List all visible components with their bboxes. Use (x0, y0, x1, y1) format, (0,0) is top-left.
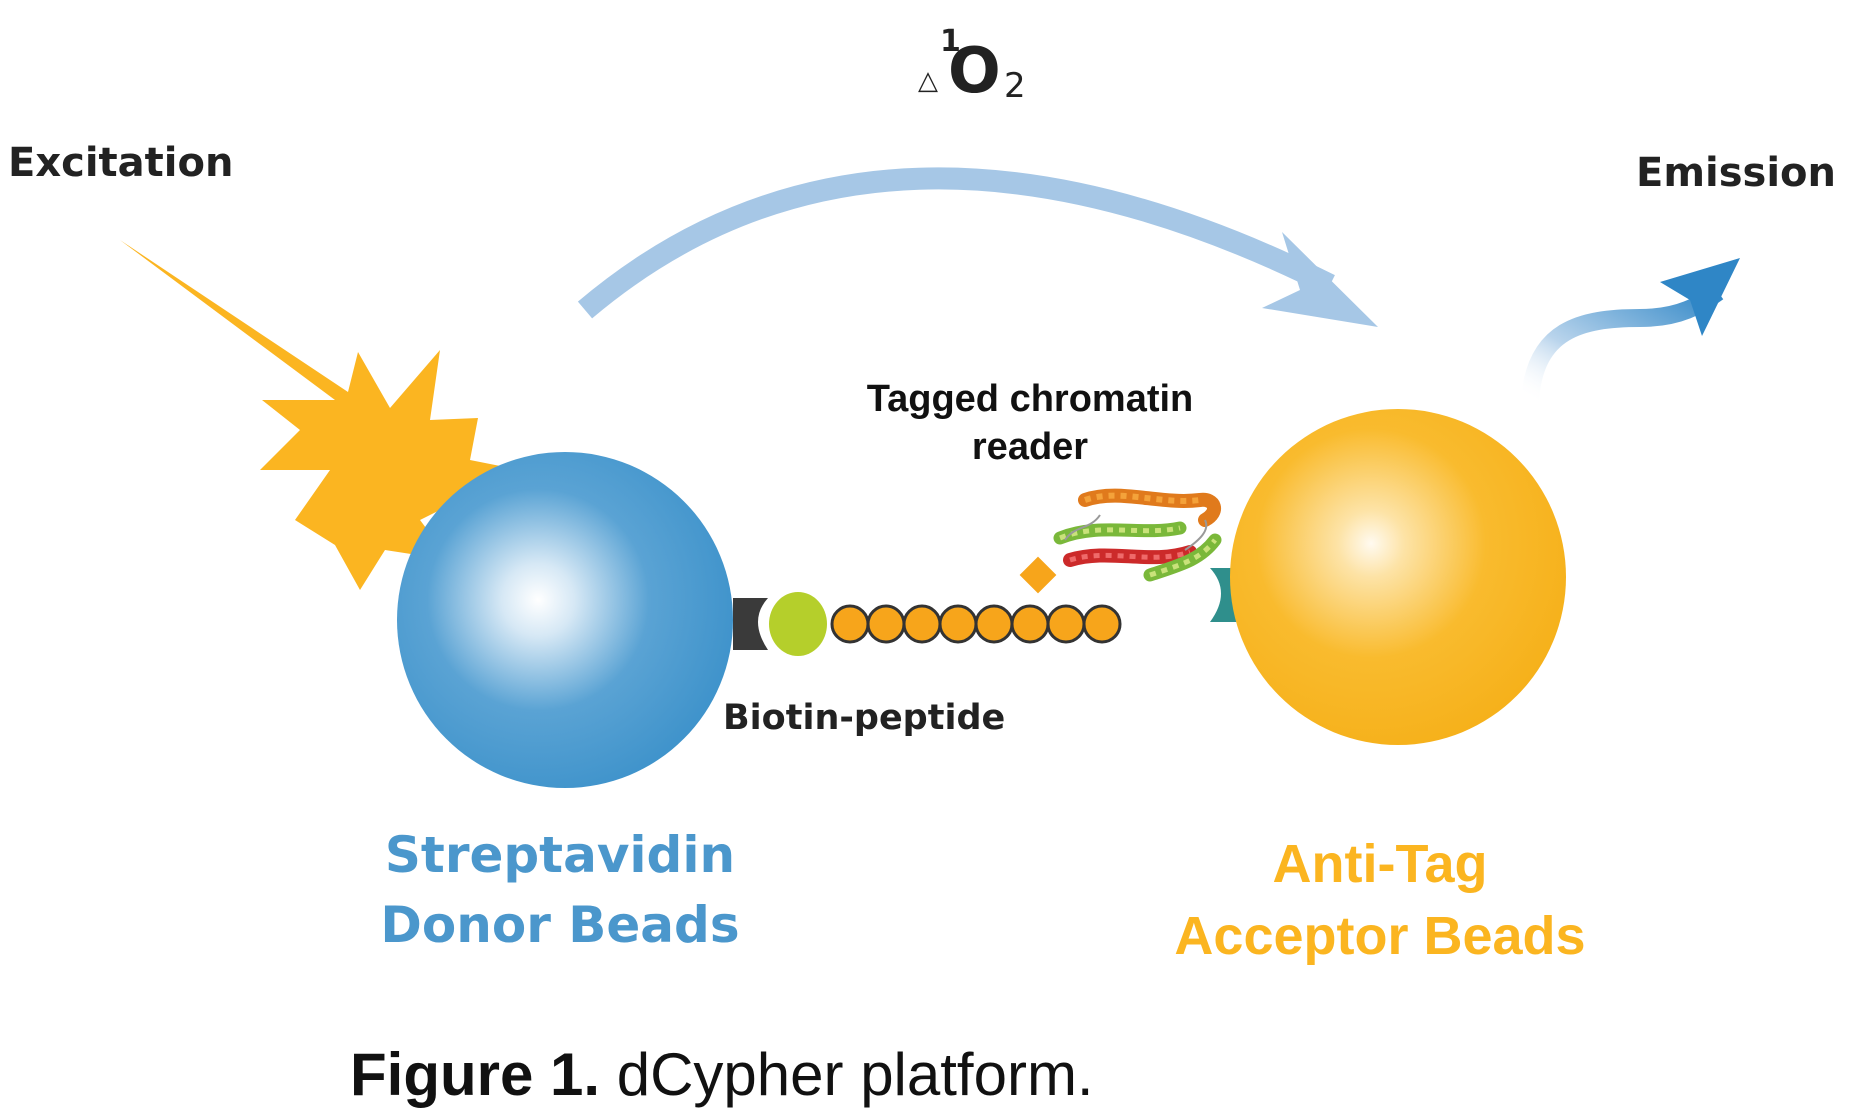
biotin (769, 592, 827, 656)
streptavidin-cup (733, 598, 768, 650)
acceptor-bead (1230, 409, 1566, 745)
reader-label: Tagged chromatin reader (840, 375, 1220, 471)
reader-label-line1: Tagged chromatin (866, 378, 1194, 420)
peptide-chain (830, 604, 1122, 644)
donor-label-line2: Donor Beads (380, 896, 740, 954)
figure-caption-text: dCypher platform. (600, 1041, 1094, 1108)
emission-arrow (1521, 284, 1724, 401)
singlet-oxygen-base: O (948, 34, 1001, 107)
donor-bead (397, 452, 733, 788)
figure-caption: Figure 1. dCypher platform. (350, 1040, 1094, 1109)
singlet-oxygen-subscript: 2 (1004, 66, 1026, 106)
donor-label-line1: Streptavidin (384, 826, 736, 884)
emission-label: Emission (1636, 150, 1836, 196)
figure-caption-prefix: Figure 1. (350, 1041, 601, 1108)
singlet-oxygen-arrowhead (1262, 232, 1378, 327)
singlet-oxygen-delta: △ (918, 66, 938, 96)
acceptor-label-line2: Acceptor Beads (1174, 906, 1586, 966)
singlet-oxygen-arrow (577, 167, 1335, 319)
modification-diamond (1019, 556, 1057, 594)
biotin-peptide-label: Biotin-peptide (723, 698, 1006, 738)
singlet-oxygen-superscript: 1 (940, 24, 961, 59)
reader-label-line2: reader (971, 426, 1089, 468)
acceptor-label-line1: Anti-Tag (1272, 834, 1488, 894)
excitation-starburst (120, 240, 520, 590)
emission-arrowhead (1660, 258, 1740, 336)
acceptor-beads-label: Anti-Tag Acceptor Beads (1130, 828, 1630, 972)
donor-beads-label: Streptavidin Donor Beads (360, 820, 760, 960)
excitation-label: Excitation (8, 140, 234, 186)
chromatin-reader-protein (1053, 488, 1222, 582)
